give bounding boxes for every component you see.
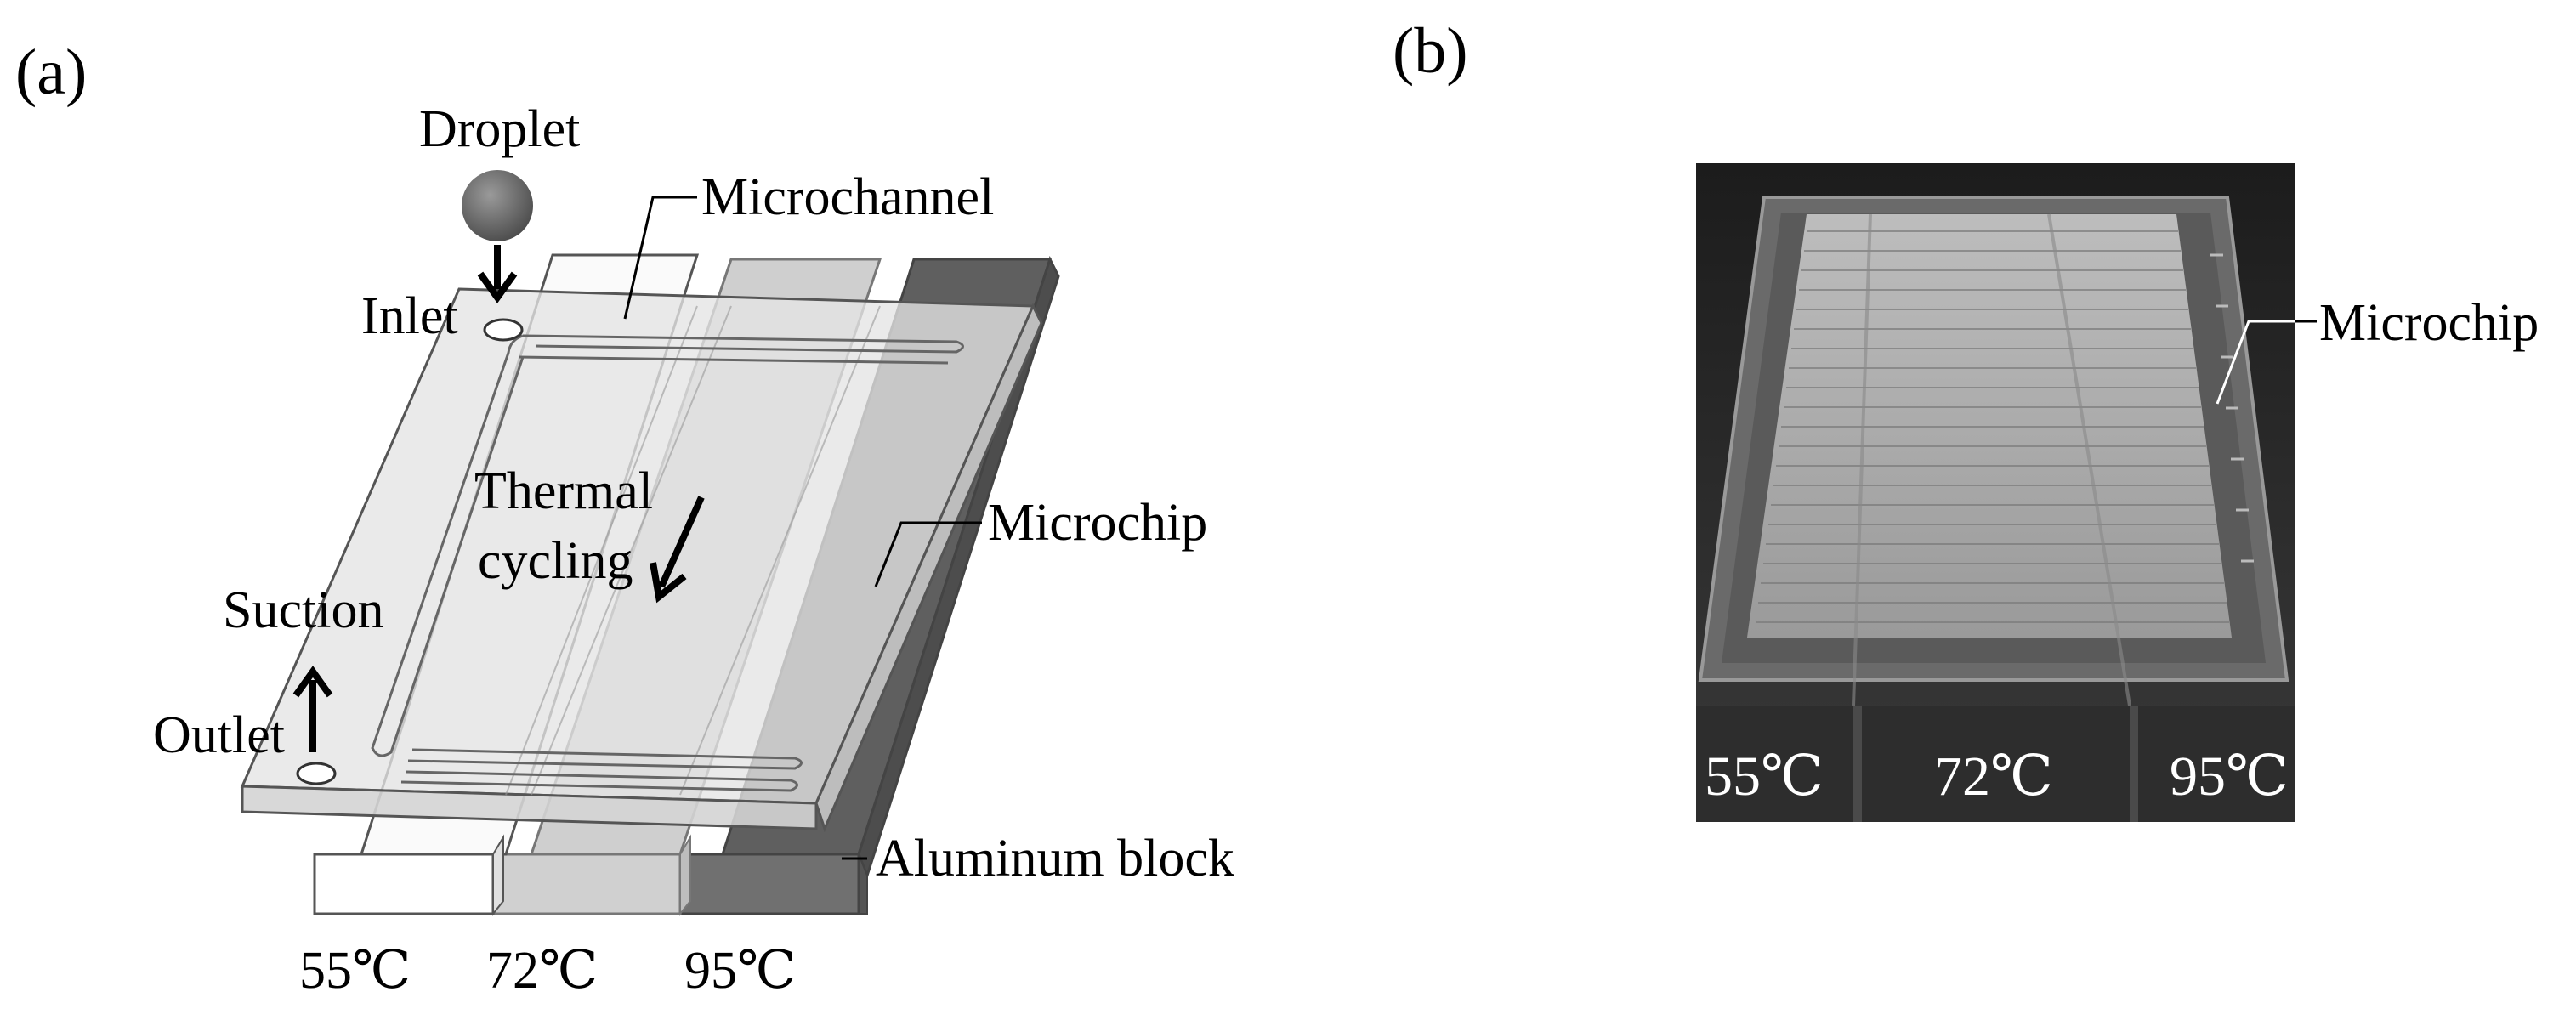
microchip-label-a: Microchip [988, 494, 1207, 552]
photo-temp-72: 72℃ [1934, 745, 2053, 808]
microchannel-leader [623, 196, 697, 320]
photo-temp-55: 55℃ [1705, 745, 1824, 808]
outlet-label: Outlet [153, 706, 285, 764]
thermal-label: Thermal [474, 462, 653, 520]
temp-72-label: 72℃ [486, 942, 598, 1000]
photo-microchip-leader [2216, 320, 2300, 405]
panel-a-tag: (a) [15, 37, 87, 108]
photo: 55℃ 72℃ 95℃ [1696, 163, 2317, 822]
inlet-hole [483, 318, 524, 342]
microchannel [371, 330, 964, 792]
aluminum-block-label: Aluminum block [876, 830, 1234, 887]
microchannel-label: Microchannel [701, 168, 994, 226]
suction-label: Suction [223, 581, 383, 639]
inlet-label: Inlet [361, 287, 458, 345]
up-arrow-icon [292, 666, 333, 752]
panel-b: (b) [1393, 15, 2539, 822]
microchip-label-b: Microchip [2319, 294, 2539, 352]
microchip-leader [874, 521, 982, 587]
droplet-icon [462, 170, 533, 241]
outlet-hole [296, 762, 337, 785]
photo-channel-lines [1756, 230, 2229, 623]
cycling-label: cycling [478, 532, 633, 590]
panel-a: (a) [15, 37, 1234, 1000]
photo-temp-95: 95℃ [2170, 745, 2289, 808]
microchip-plate [240, 287, 1043, 833]
panel-b-tag: (b) [1393, 15, 1468, 87]
diagonal-arrow-icon [650, 496, 705, 604]
droplet-label: Droplet [419, 100, 580, 158]
down-arrow-icon [477, 245, 518, 303]
temp-95-label: 95℃ [684, 942, 796, 1000]
temp-55-label: 55℃ [299, 942, 411, 1000]
